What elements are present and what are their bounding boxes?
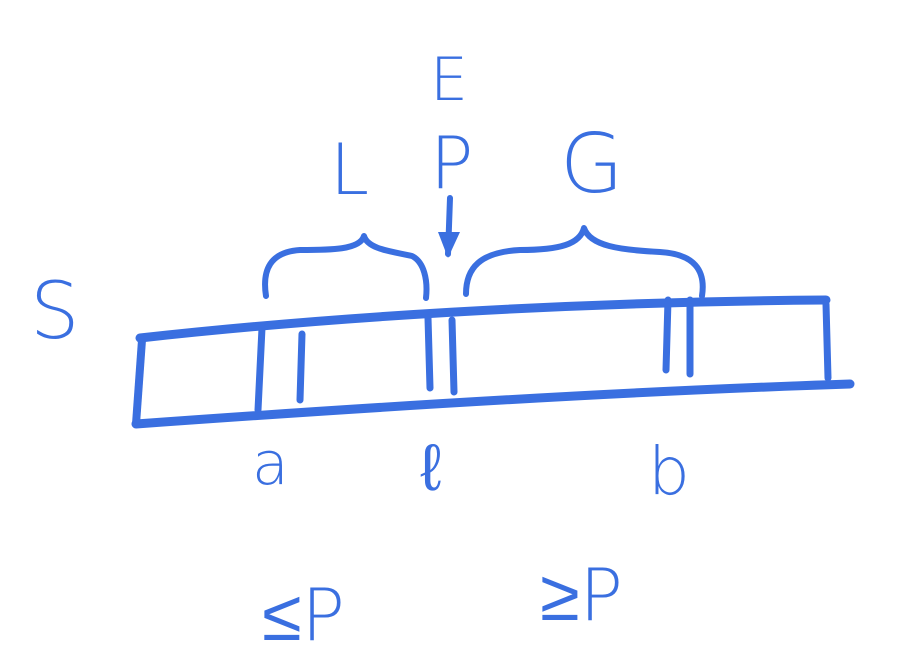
index-l: ℓ (420, 429, 441, 506)
partition-marks (254, 296, 694, 414)
down-arrow-icon (438, 195, 460, 258)
label-l: L (330, 129, 369, 211)
brace-g (463, 225, 706, 299)
index-a: a (252, 429, 289, 499)
array-bar (131, 295, 855, 429)
index-b: b (648, 433, 690, 510)
label-e: E (430, 45, 468, 115)
label-s: S (30, 267, 80, 357)
condition-left: ≤P (262, 573, 345, 657)
label-p: P (430, 121, 473, 205)
label-g: G (560, 117, 624, 212)
brace-l (262, 233, 430, 301)
condition-right: ≥P (540, 553, 623, 637)
